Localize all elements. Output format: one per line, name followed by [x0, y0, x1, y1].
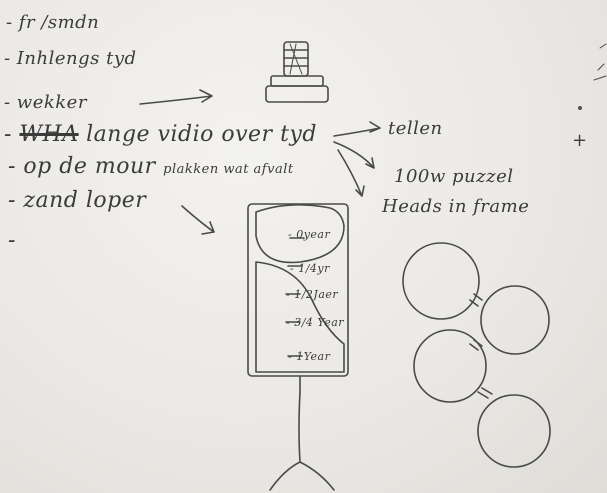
note-item-4-prefix: - — [4, 122, 19, 147]
scale-label-2: - 1/2Jaer — [286, 288, 338, 301]
arrow-to-puzzle — [334, 142, 374, 168]
margin-scribble — [594, 44, 606, 80]
margin-dot — [579, 107, 581, 109]
note-item-1: - fr /smdn — [6, 12, 99, 33]
puzzle-circles — [403, 243, 550, 467]
arrow-to-heads — [338, 150, 364, 196]
note-item-5-text: - op de mour — [8, 154, 156, 179]
hourglass-drawing — [248, 204, 348, 490]
scale-label-1: - 1/4yr — [290, 262, 330, 275]
note-heads: Heads in frame — [382, 196, 529, 217]
note-item-2: - Inhlengs tyd — [4, 48, 137, 69]
arrow-to-tellen — [334, 122, 380, 136]
note-item-5: - op de mour plakken wat afvalt — [8, 154, 294, 179]
note-item-7: - — [8, 228, 16, 253]
arrow-to-hourglass — [182, 206, 214, 234]
note-item-3: - wekker — [4, 92, 87, 113]
note-item-4: - WHA lange vidio over tyd — [4, 122, 317, 147]
note-item-5-tail: plakken wat afvalt — [163, 162, 293, 177]
note-puzzle: 100w puzzel — [394, 166, 513, 187]
arrow-to-jar — [140, 90, 212, 104]
scale-label-0: - 0year — [288, 228, 330, 241]
note-tellen: tellen — [388, 118, 443, 139]
margin-plus: + — [572, 130, 588, 151]
scale-label-3: - 3/4 Year — [286, 316, 344, 329]
note-item-4-tail: lange vidio over tyd — [86, 122, 317, 147]
scale-label-4: - 1Year — [288, 350, 330, 363]
note-item-6: - zand loper — [8, 188, 146, 213]
jar-drawing — [266, 42, 328, 102]
